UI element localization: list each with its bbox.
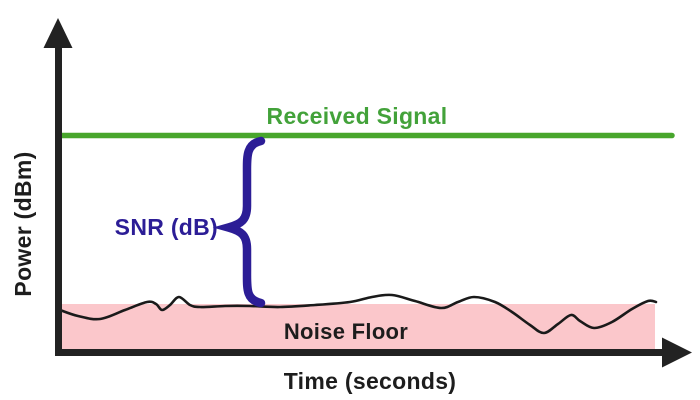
y-axis-arrowhead-icon: [43, 18, 73, 48]
noise-floor-label: Noise Floor: [284, 319, 408, 344]
received-signal-label: Received Signal: [267, 103, 448, 129]
y-axis-title: Power (dBm): [10, 151, 36, 296]
x-axis-title: Time (seconds): [284, 368, 457, 394]
snr-label: SNR (dB): [115, 214, 218, 240]
x-axis-arrowhead-icon: [662, 337, 692, 368]
noise-trace: [58, 293, 658, 335]
snr-brace: [212, 136, 266, 308]
